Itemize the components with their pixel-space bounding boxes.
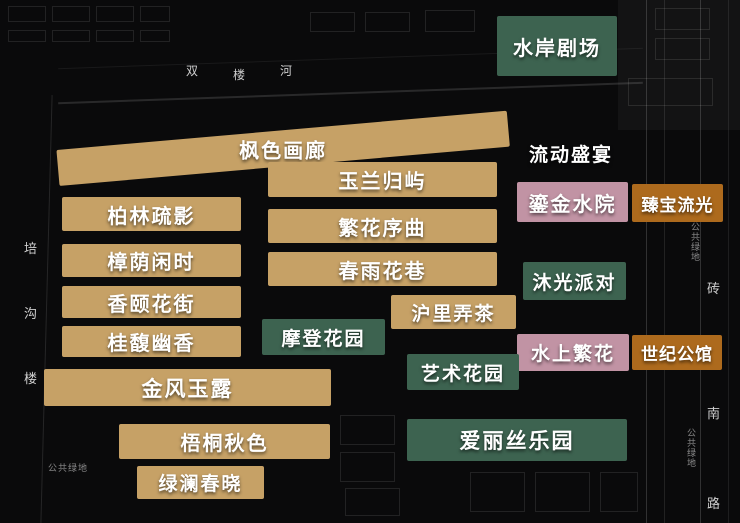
plan-linework [8, 6, 46, 22]
zone-liujin-shuiyuan: 鎏金水院 [517, 182, 628, 222]
right-road-label-char: 南 [707, 407, 721, 422]
zone-lvlan-chunxiao: 绿澜春晓 [137, 466, 264, 499]
right-road-label-char: 砖 [707, 282, 721, 297]
plan-linework [628, 78, 713, 106]
zone-wutong-qiuse: 梧桐秋色 [119, 424, 330, 459]
river-label-char: 楼 [233, 68, 246, 82]
road-line [646, 0, 647, 523]
zone-xiangyi-huajie: 香颐花街 [62, 286, 241, 318]
zone-zhangyin-xianshi: 樟荫闲时 [62, 244, 241, 277]
plan-linework [655, 38, 710, 60]
zone-shuian-juchang: 水岸剧场 [497, 16, 617, 76]
road-line [664, 0, 665, 523]
right-road-label-char: 路 [707, 497, 721, 512]
plan-linework [600, 472, 638, 512]
left-road-label-char: 沟 [24, 307, 38, 322]
zone-alisi-leyuan: 爱丽丝乐园 [407, 419, 627, 461]
zone-jinfeng-yulu: 金风玉露 [44, 369, 331, 406]
green-space-label: 公共绿地 [689, 222, 699, 262]
zone-yulan-guiyu: 玉兰归屿 [268, 162, 497, 197]
plan-linework [655, 8, 710, 30]
zone-yishu-huayuan: 艺术花园 [407, 354, 519, 390]
plan-linework [140, 6, 170, 22]
left-road-label-char: 培 [24, 242, 38, 257]
plan-linework [140, 30, 170, 42]
zone-zhenbao-liuguang: 臻宝流光 [632, 184, 723, 222]
zone-modeng-huayuan: 摩登花园 [262, 319, 385, 355]
road-line [700, 0, 701, 523]
plan-linework [535, 472, 590, 512]
river-line [58, 81, 643, 105]
zone-fanhua-xuqu: 繁花序曲 [268, 209, 497, 243]
zone-guifu-youxiang: 桂馥幽香 [62, 326, 241, 357]
plan-linework [618, 0, 740, 130]
zone-chunyu-huaxiang: 春雨花巷 [268, 252, 497, 286]
left-road-label-char: 楼 [24, 372, 38, 387]
plan-linework [8, 30, 46, 42]
zone-bolin-shuying: 柏林疏影 [62, 197, 241, 231]
zone-shuishang-fanhua: 水上繁花 [517, 334, 629, 371]
zone-fengse-hualang-label: 枫色画廊 [239, 137, 328, 162]
zone-huli-nongcha: 沪里弄茶 [391, 295, 516, 329]
plan-linework [470, 472, 525, 512]
zone-liudong-shengyan: 流动盛宴 [528, 143, 613, 166]
plan-linework [96, 30, 134, 42]
green-space-label: 公共绿地 [48, 464, 89, 474]
plan-linework [96, 6, 134, 22]
plan-linework [340, 415, 395, 445]
zone-muguang-paidui: 沐光派对 [523, 262, 626, 300]
plan-linework [425, 10, 475, 32]
road-line [728, 0, 729, 523]
zone-shiji-gongguan: 世纪公馆 [632, 335, 722, 370]
green-space-label: 公共绿地 [685, 428, 695, 468]
plan-linework [365, 12, 410, 32]
road-line [40, 95, 53, 523]
plan-linework [340, 452, 395, 482]
plan-linework [52, 6, 90, 22]
plan-linework [52, 30, 90, 42]
plan-linework [310, 12, 355, 32]
river-label-char: 双 [186, 64, 199, 78]
river-label-char: 河 [280, 64, 293, 78]
plan-linework [345, 488, 400, 516]
